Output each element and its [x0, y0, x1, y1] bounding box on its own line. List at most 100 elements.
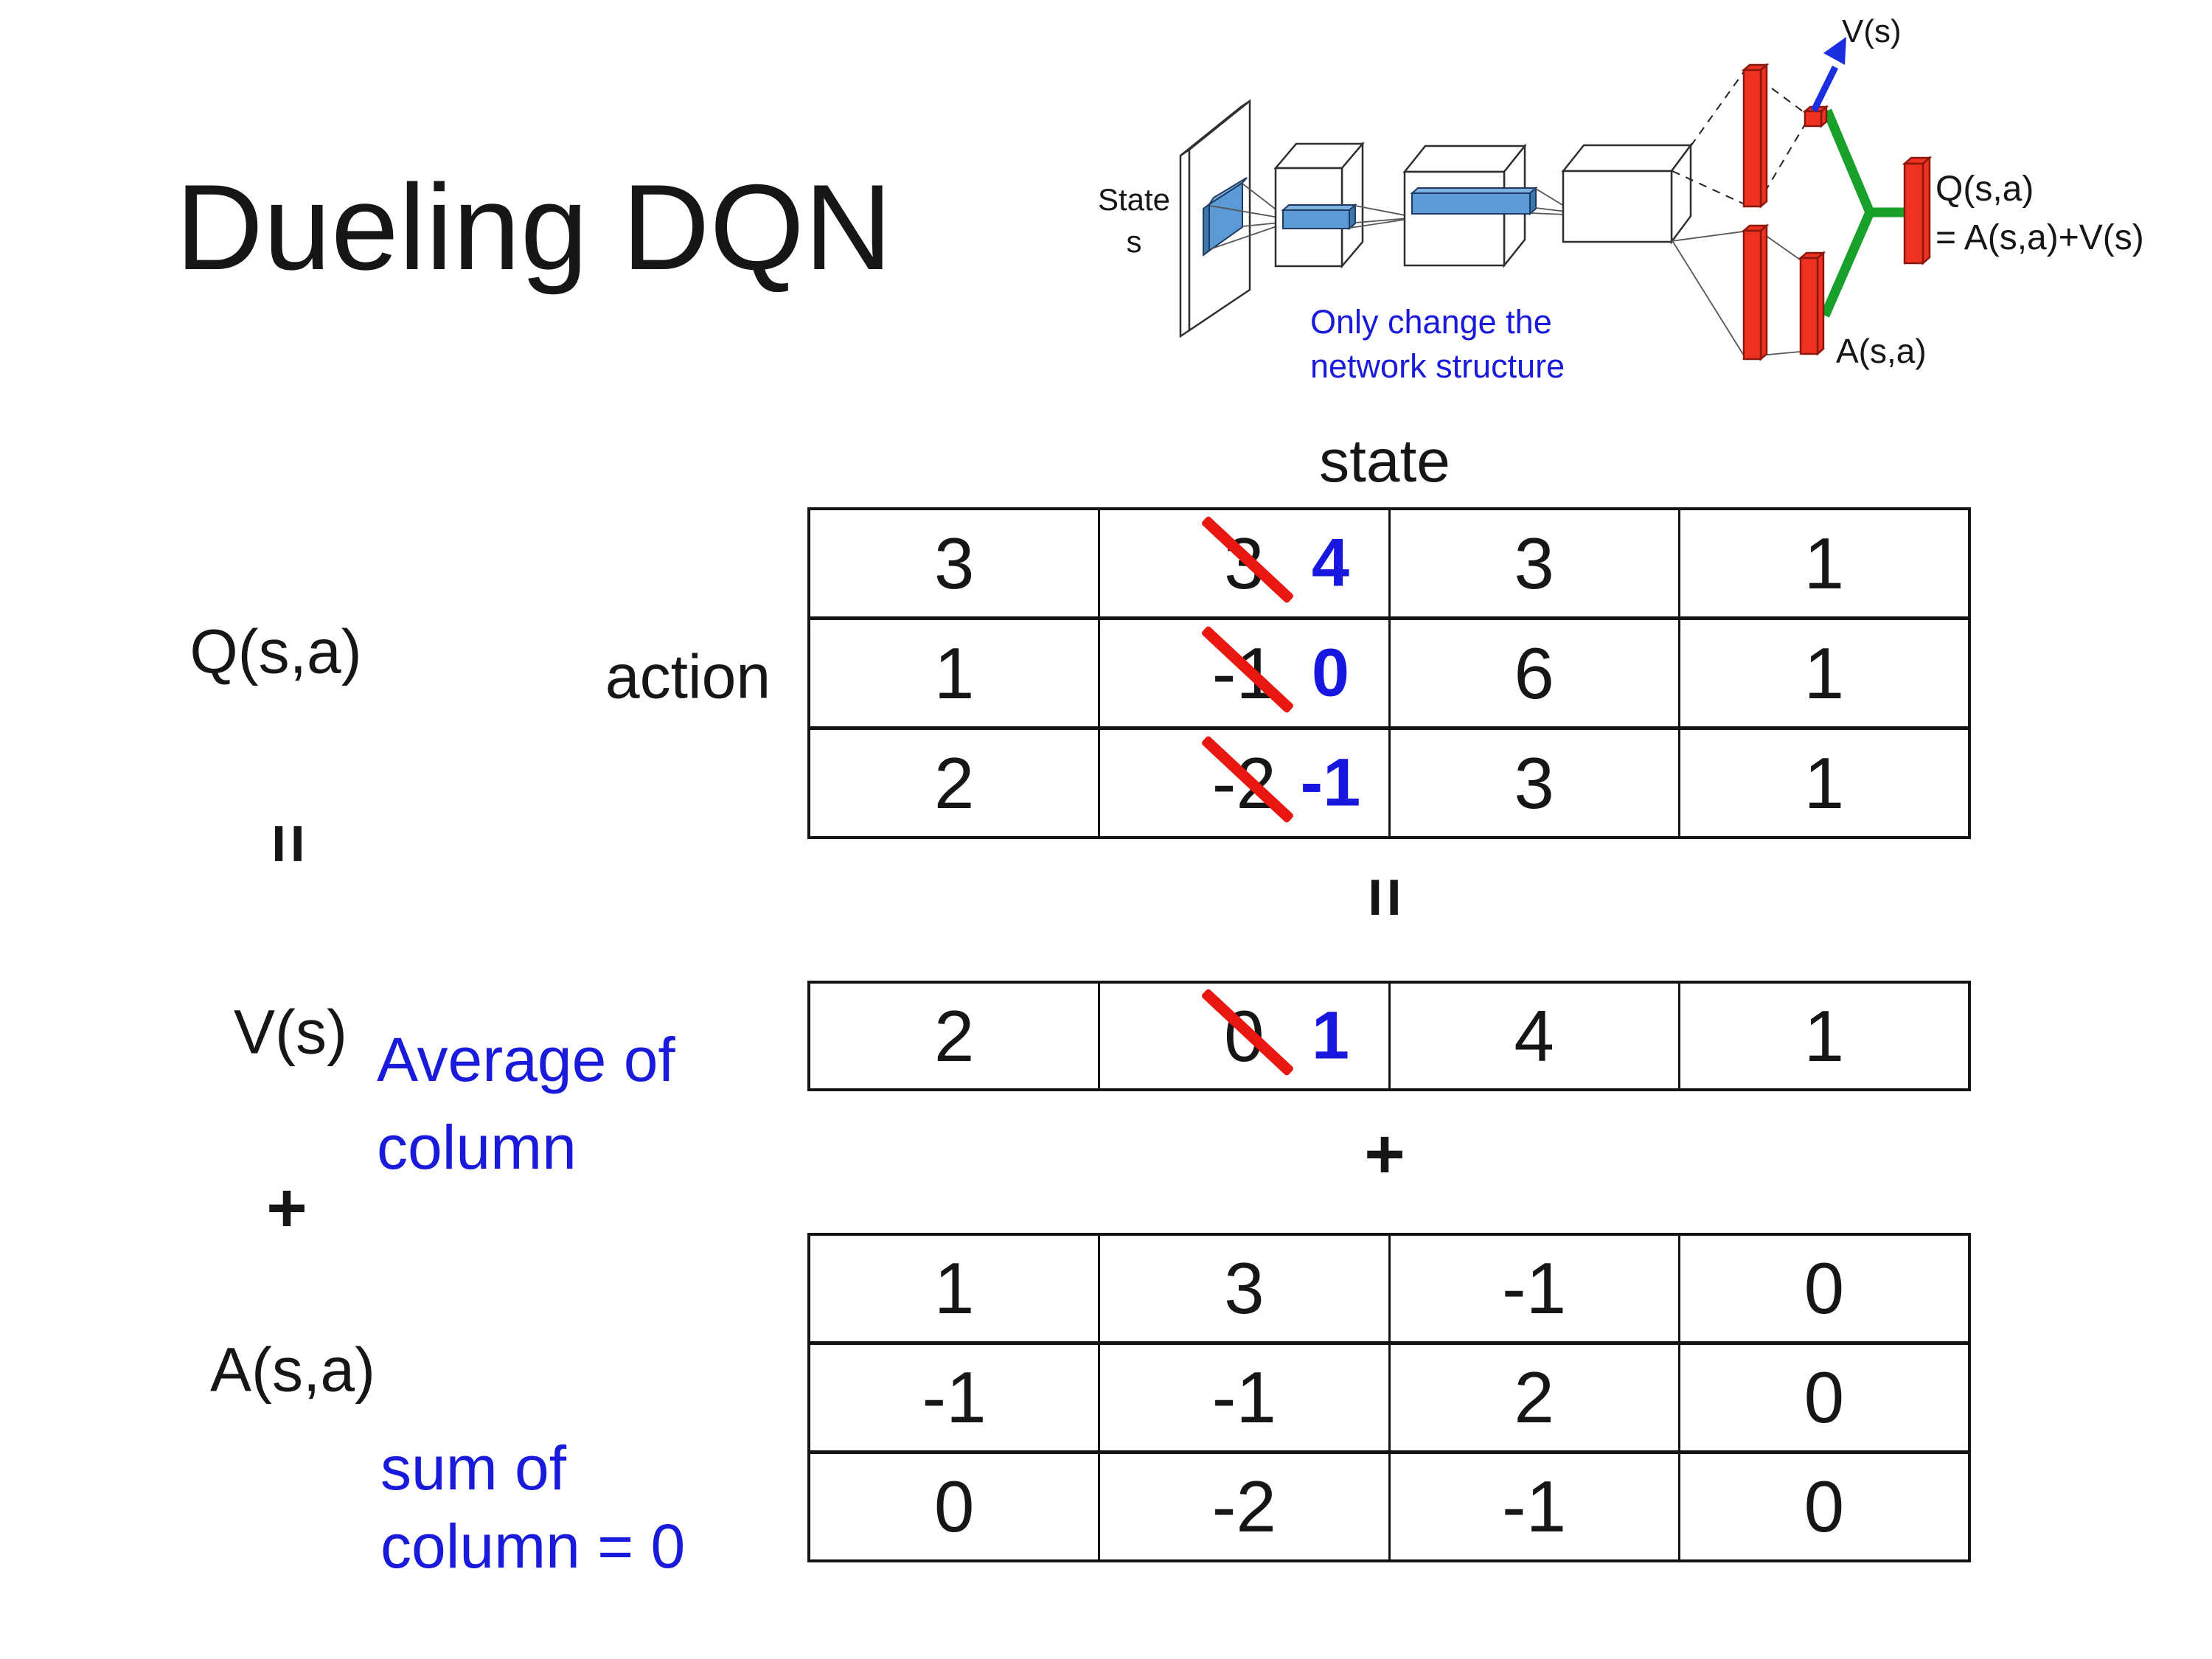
- average-note-line2: column: [377, 1113, 577, 1182]
- cell-replacement-value: -1: [1300, 745, 1361, 821]
- cell-value: 1: [1804, 632, 1845, 714]
- table-cell: 1: [1680, 984, 1968, 1088]
- diagram-q-label-line2: = A(s,a)+V(s): [1935, 218, 2144, 257]
- sum-note: sum of column = 0: [380, 1429, 685, 1585]
- table-cell: 3: [1391, 510, 1680, 616]
- advantage-table: 1 3 -1 0 -1 -1 2 0 0 -2 -1 0: [807, 1233, 1971, 1562]
- fc-wires: [1671, 231, 1801, 356]
- diagram-state-s-label: s: [1127, 224, 1142, 259]
- table-row: 0 -2 -1 0: [810, 1454, 1968, 1559]
- conv-wires-2: [1349, 205, 1410, 229]
- table-cell: -1: [1100, 1345, 1391, 1450]
- table-cell: 1: [1680, 730, 1968, 836]
- fc-dashed-wires: [1672, 70, 1806, 206]
- cell-value: 1: [1804, 995, 1845, 1077]
- table-cell: 3: [1100, 1236, 1391, 1341]
- cell-value: 3: [1514, 522, 1554, 604]
- cell-value: 1: [933, 1248, 975, 1329]
- equals-sign-left: =: [249, 823, 328, 864]
- diagram-state-label: State: [1098, 182, 1170, 217]
- diagram-value-label: V(s): [1842, 13, 1902, 49]
- cell-value: 2: [1514, 1357, 1554, 1438]
- table-cell: 2: [810, 730, 1101, 836]
- table-cell: 3: [1391, 730, 1680, 836]
- cell-value: 1: [1804, 522, 1845, 604]
- table-cell: -2: [1100, 1454, 1391, 1559]
- plus-sign-left: +: [266, 1169, 307, 1248]
- table-cell: 4: [1391, 984, 1680, 1088]
- cell-value: -1: [1211, 1357, 1276, 1438]
- cell-replacement-value: 1: [1311, 998, 1350, 1074]
- cell-value: -1: [922, 1357, 987, 1438]
- average-note: Average of column: [377, 1016, 675, 1192]
- cell-value: 2: [933, 995, 975, 1077]
- table-cell: -2-1: [1100, 730, 1391, 836]
- q-matrix-label: Q(s,a): [189, 616, 362, 686]
- table-cell: 2: [810, 984, 1101, 1088]
- table-cell: 1: [810, 1236, 1101, 1341]
- cell-value: 1: [933, 632, 975, 714]
- fc-bar-value-hidden: [1741, 63, 1770, 209]
- v-vector-label: V(s): [234, 997, 347, 1067]
- table-row: 2 -2-1 3 1: [810, 730, 1968, 836]
- cell-value: 3: [1514, 742, 1554, 824]
- cell-value: 0: [1804, 1466, 1845, 1547]
- cell-value: 3: [933, 522, 975, 604]
- table-cell: 0: [810, 1454, 1101, 1559]
- cell-value: 0: [933, 1466, 975, 1547]
- table-cell: -1: [810, 1345, 1101, 1450]
- cell-value: 2: [933, 742, 975, 824]
- table-cell: 2: [1391, 1345, 1680, 1450]
- sum-note-line1: sum of: [380, 1433, 567, 1503]
- equals-sign-center: =: [1346, 877, 1425, 918]
- page-title: Dueling DQN: [175, 159, 893, 295]
- plus-sign-center: +: [1364, 1115, 1405, 1194]
- table-cell: 1: [1680, 620, 1968, 726]
- value-output-arrow: [1810, 37, 1846, 112]
- table-cell: 01: [1100, 984, 1391, 1088]
- cell-value: 0: [1804, 1357, 1845, 1438]
- diagram-note-line1: Only change the: [1310, 303, 1552, 341]
- cell-value: -2: [1211, 1466, 1276, 1547]
- table-row: 1 -106 1: [810, 620, 1968, 730]
- cell-replacement-value: 0: [1311, 635, 1350, 711]
- table-cell: -10: [1100, 620, 1391, 726]
- table-cell: 0: [1680, 1236, 1968, 1341]
- table-cell: 0: [1680, 1454, 1968, 1559]
- cell-value: 1: [1804, 742, 1845, 824]
- diagram-advantage-label: A(s,a): [1836, 332, 1927, 370]
- diagram-q-label-line1: Q(s,a): [1935, 170, 2034, 209]
- diagram-note-line2: network structure: [1310, 347, 1565, 385]
- advantage-bar: [1798, 251, 1826, 356]
- table-cell: -1: [1391, 1236, 1680, 1341]
- cell-value: -1: [1502, 1248, 1567, 1329]
- cell-value: 4: [1514, 995, 1554, 1077]
- q-output-bar: [1902, 156, 1933, 265]
- action-axis-label: action: [605, 641, 771, 712]
- table-row: 2 01 4 1: [810, 984, 1968, 1088]
- cell-replacement-value: 4: [1311, 525, 1350, 601]
- fc-bar-advantage-hidden: [1741, 223, 1770, 361]
- table-row: -1 -1 2 0: [810, 1345, 1968, 1454]
- feature-bar-1: [1281, 203, 1357, 231]
- conv-box-3: [1561, 142, 1693, 245]
- table-cell: 0: [1680, 1345, 1968, 1450]
- input-feature-patch: [1203, 177, 1248, 257]
- cell-value: 3: [1224, 1248, 1265, 1329]
- sum-note-line2: column = 0: [380, 1512, 686, 1581]
- average-note-line1: Average of: [377, 1025, 675, 1094]
- aggregation-links: [1820, 108, 1905, 318]
- table-row: 1 3 -1 0: [810, 1236, 1968, 1345]
- network-architecture-diagram: State s V(s) A(s,a) Q(s,a) = A(s,a)+V(s)…: [1098, 13, 2144, 385]
- table-cell: 6: [1391, 620, 1680, 726]
- table-cell: 34: [1100, 510, 1391, 616]
- table-row: 3 34 3 1: [810, 510, 1968, 620]
- table-cell: -1: [1391, 1454, 1680, 1559]
- table-cell: 3: [810, 510, 1101, 616]
- state-value-table: 2 01 4 1: [807, 981, 1971, 1091]
- table-cell: 1: [810, 620, 1101, 726]
- state-axis-label: state: [1319, 428, 1450, 495]
- cell-value: -1: [1502, 1466, 1567, 1547]
- table-cell: 1: [1680, 510, 1968, 616]
